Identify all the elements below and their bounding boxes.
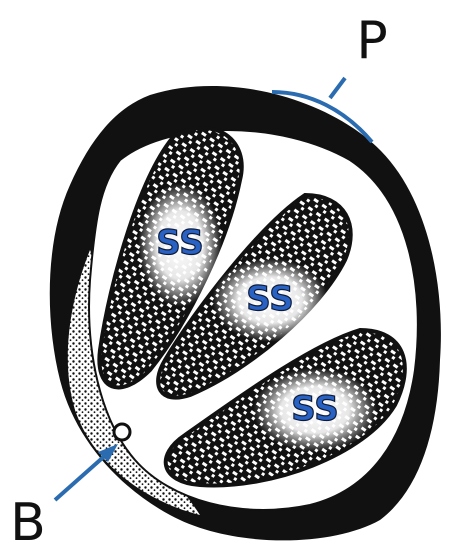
- ss-label-middle: SS: [246, 279, 293, 319]
- arrow-icon: [55, 444, 118, 500]
- ss-label-top: SS: [156, 223, 203, 263]
- ss-label-bottom: SS: [291, 389, 338, 429]
- label-p: P: [356, 11, 387, 71]
- label-b: B: [10, 493, 46, 552]
- basal-structure: [114, 424, 130, 440]
